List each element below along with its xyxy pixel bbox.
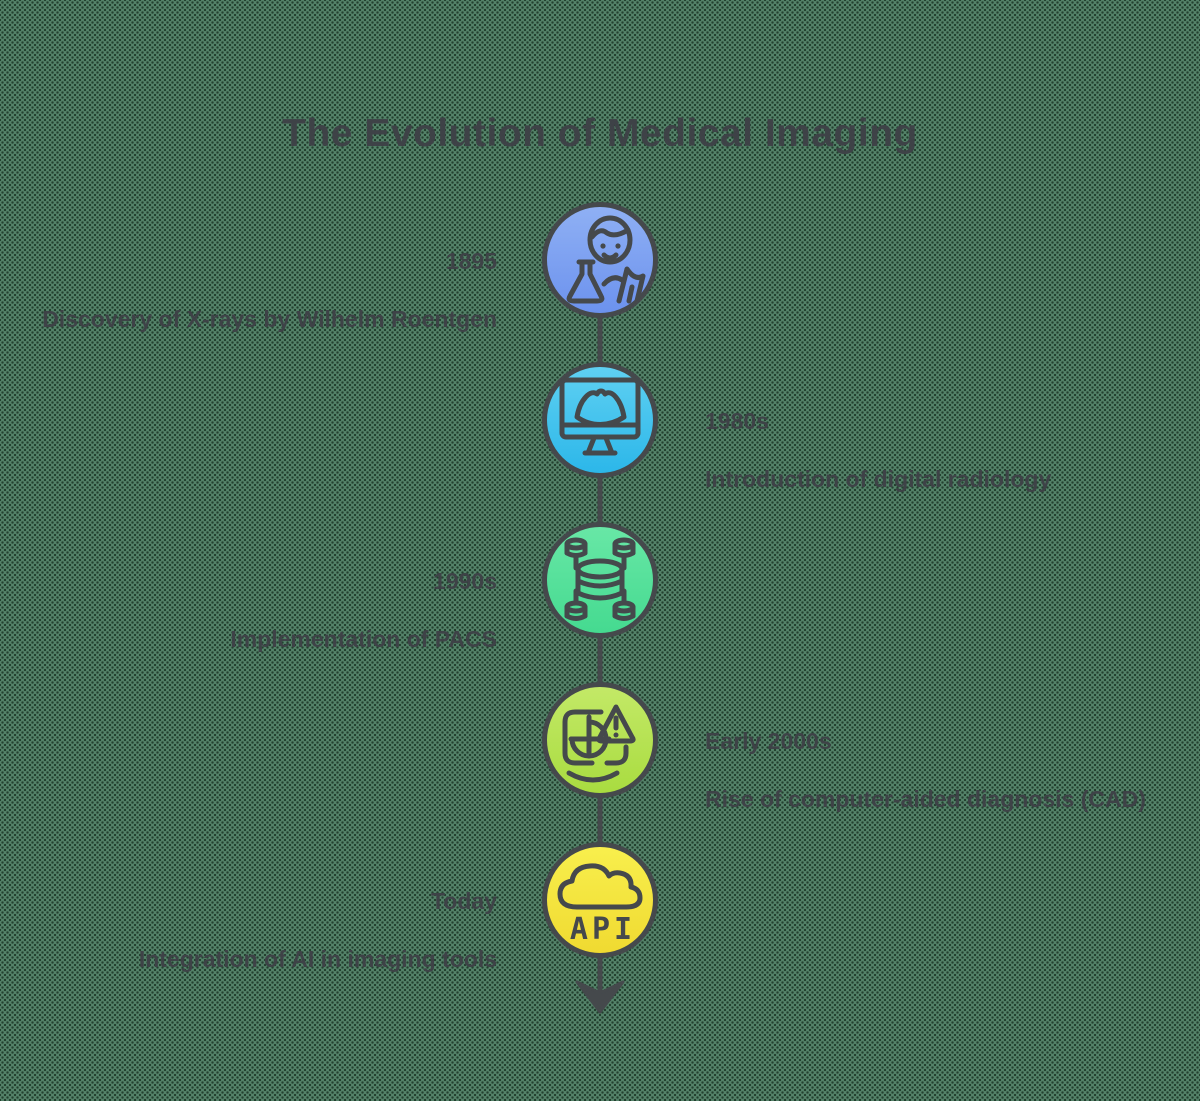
- page-title: The Evolution of Medical Imaging: [282, 112, 918, 156]
- database-network-icon: [564, 537, 636, 621]
- timeline-entry-1980s: 1980s Introduction of digital radiology: [705, 409, 1185, 491]
- cloud-api-icon: API: [557, 863, 643, 947]
- milestone-circle-cad: [542, 682, 658, 798]
- timeline-entry-today: Today Integration of AI in imaging tools: [17, 889, 497, 971]
- milestone-description: Discovery of X-rays by Wilhelm Roentgen: [42, 306, 497, 332]
- milestone-description: Rise of computer-aided diagnosis (CAD): [705, 786, 1146, 812]
- milestone-year: Early 2000s: [705, 728, 832, 754]
- cad-alert-icon: [562, 704, 636, 783]
- milestone-circle-xray: [542, 202, 658, 318]
- milestone-circle-pacs: [542, 522, 658, 638]
- timeline-entry-1895: 1895 Discovery of X-rays by Wilhelm Roen…: [17, 249, 497, 331]
- timeline-entry-1990s: 1990s Implementation of PACS: [17, 569, 497, 651]
- down-arrow-icon: [575, 980, 625, 1014]
- milestone-year: Today: [430, 888, 497, 914]
- milestone-year: 1990s: [433, 568, 497, 594]
- milestone-year: 1895: [445, 248, 497, 274]
- timeline-entry-early-2000s: Early 2000s Rise of computer-aided diagn…: [705, 729, 1185, 811]
- scientist-flask-icon: [566, 215, 646, 304]
- milestone-year: 1980s: [705, 408, 769, 434]
- milestone-description: Implementation of PACS: [230, 626, 497, 652]
- milestone-description: Integration of AI in imaging tools: [138, 946, 497, 972]
- milestone-circle-ai-api: API: [542, 842, 658, 958]
- milestone-description: Introduction of digital radiology: [705, 466, 1052, 492]
- milestone-circle-digital-radiology: [542, 362, 658, 478]
- api-label: API: [570, 912, 636, 947]
- ultrasound-monitor-icon: [559, 377, 641, 456]
